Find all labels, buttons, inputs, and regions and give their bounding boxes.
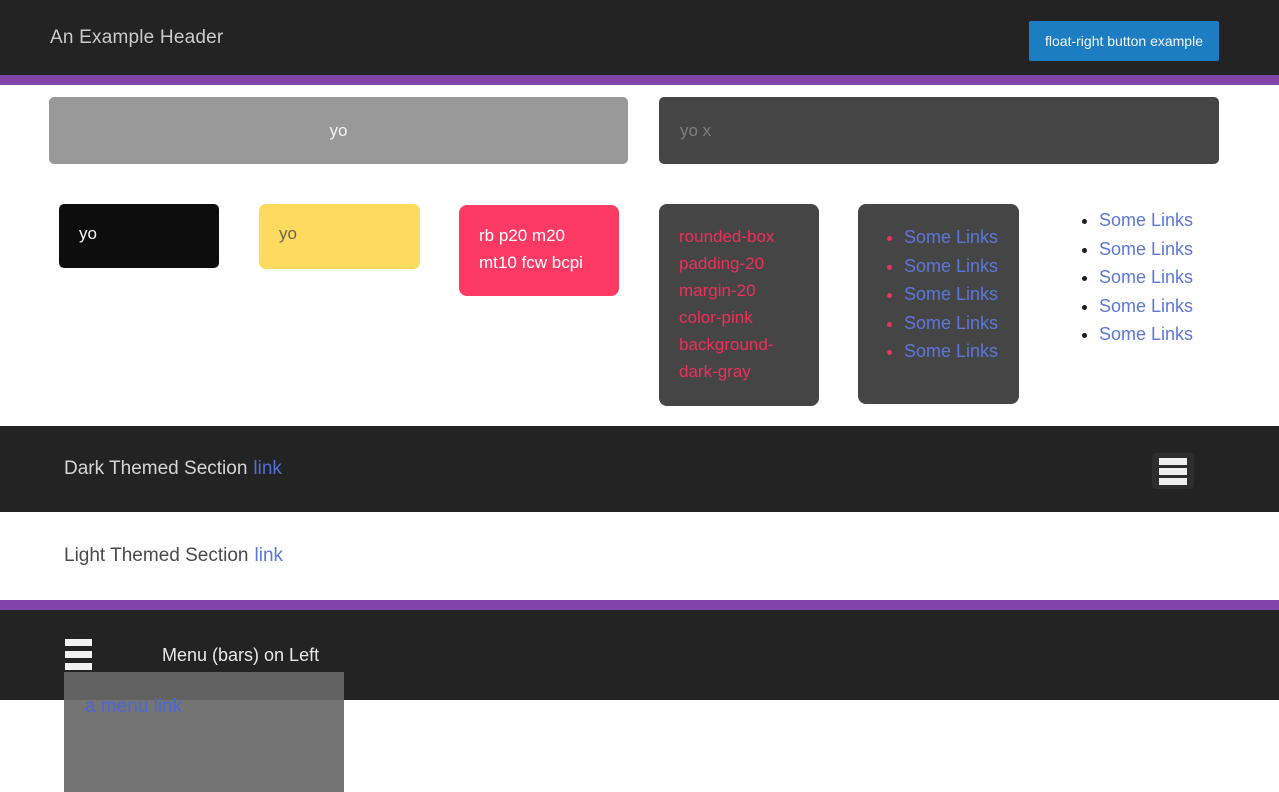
yellow-demo-box: yo — [259, 204, 420, 269]
some-links-link[interactable]: Some Links — [1099, 210, 1194, 230]
dark-themed-section: Dark Themed Section link — [0, 426, 1279, 512]
dark-section-text: Dark Themed Section link — [64, 426, 282, 512]
light-links-list: Some Links Some Links Some Links Some Li… — [1059, 206, 1220, 349]
purple-divider-top — [0, 75, 1279, 85]
main-demo-area: yo yo x yo yo rb p20 m20 mt10 fcw bcpi r… — [0, 85, 1279, 426]
dark-links-list: Some Links Some Links Some Links Some Li… — [858, 223, 1019, 366]
list-item: Some Links — [904, 337, 1019, 366]
dark-gray-pink-text-box: rounded-box padding-20 margin-20 color-p… — [659, 204, 819, 406]
some-links-link[interactable]: Some Links — [904, 255, 999, 276]
list-item: Some Links — [1099, 292, 1220, 321]
some-links-link[interactable]: Some Links — [904, 312, 999, 333]
menu-bars-icon — [65, 639, 92, 646]
some-links-link[interactable]: Some Links — [904, 284, 999, 305]
pink-demo-box: rb p20 m20 mt10 fcw bcpi — [459, 205, 619, 296]
footer-menu-button[interactable] — [65, 639, 92, 670]
list-item: Some Links — [1099, 235, 1220, 264]
app-header: An Example Header float-right button exa… — [0, 0, 1279, 75]
list-item: Some Links — [1099, 206, 1220, 235]
list-item: Some Links — [904, 280, 1019, 309]
some-links-link[interactable]: Some Links — [1099, 324, 1194, 345]
list-item: Some Links — [904, 223, 1019, 252]
some-links-link[interactable]: Some Links — [904, 341, 999, 362]
dark-section-link[interactable]: link — [253, 458, 282, 479]
light-links-container: Some Links Some Links Some Links Some Li… — [1059, 206, 1220, 349]
light-section-label: Light Themed Section — [64, 545, 249, 566]
some-links-link[interactable]: Some Links — [1099, 295, 1194, 316]
light-section-link[interactable]: link — [254, 545, 284, 566]
page-title: An Example Header — [50, 26, 224, 48]
menu-button[interactable] — [1152, 453, 1194, 489]
black-demo-box: yo — [59, 204, 219, 268]
float-right-example-button[interactable]: float-right button example — [1029, 21, 1219, 61]
purple-divider-bottom — [0, 600, 1279, 610]
light-themed-section: Light Themed Section link — [0, 512, 1279, 600]
list-item: Some Links — [904, 309, 1019, 338]
list-item: Some Links — [904, 252, 1019, 281]
list-item: Some Links — [1099, 263, 1220, 292]
menu-dropdown-panel: a menu link — [64, 672, 344, 792]
dark-demo-box: yo x — [659, 97, 1219, 164]
some-links-link[interactable]: Some Links — [904, 227, 999, 247]
some-links-link[interactable]: Some Links — [1099, 267, 1194, 288]
dark-links-box: Some Links Some Links Some Links Some Li… — [858, 204, 1019, 404]
list-item: Some Links — [1099, 320, 1220, 349]
menu-bars-icon — [1159, 457, 1187, 465]
light-section-text: Light Themed Section link — [64, 512, 283, 600]
menu-link[interactable]: a menu link — [85, 696, 183, 717]
some-links-link[interactable]: Some Links — [1099, 238, 1194, 259]
footer-menu-label: Menu (bars) on Left — [162, 644, 320, 665]
dark-section-label: Dark Themed Section — [64, 458, 248, 479]
gray-demo-box: yo — [49, 97, 628, 164]
